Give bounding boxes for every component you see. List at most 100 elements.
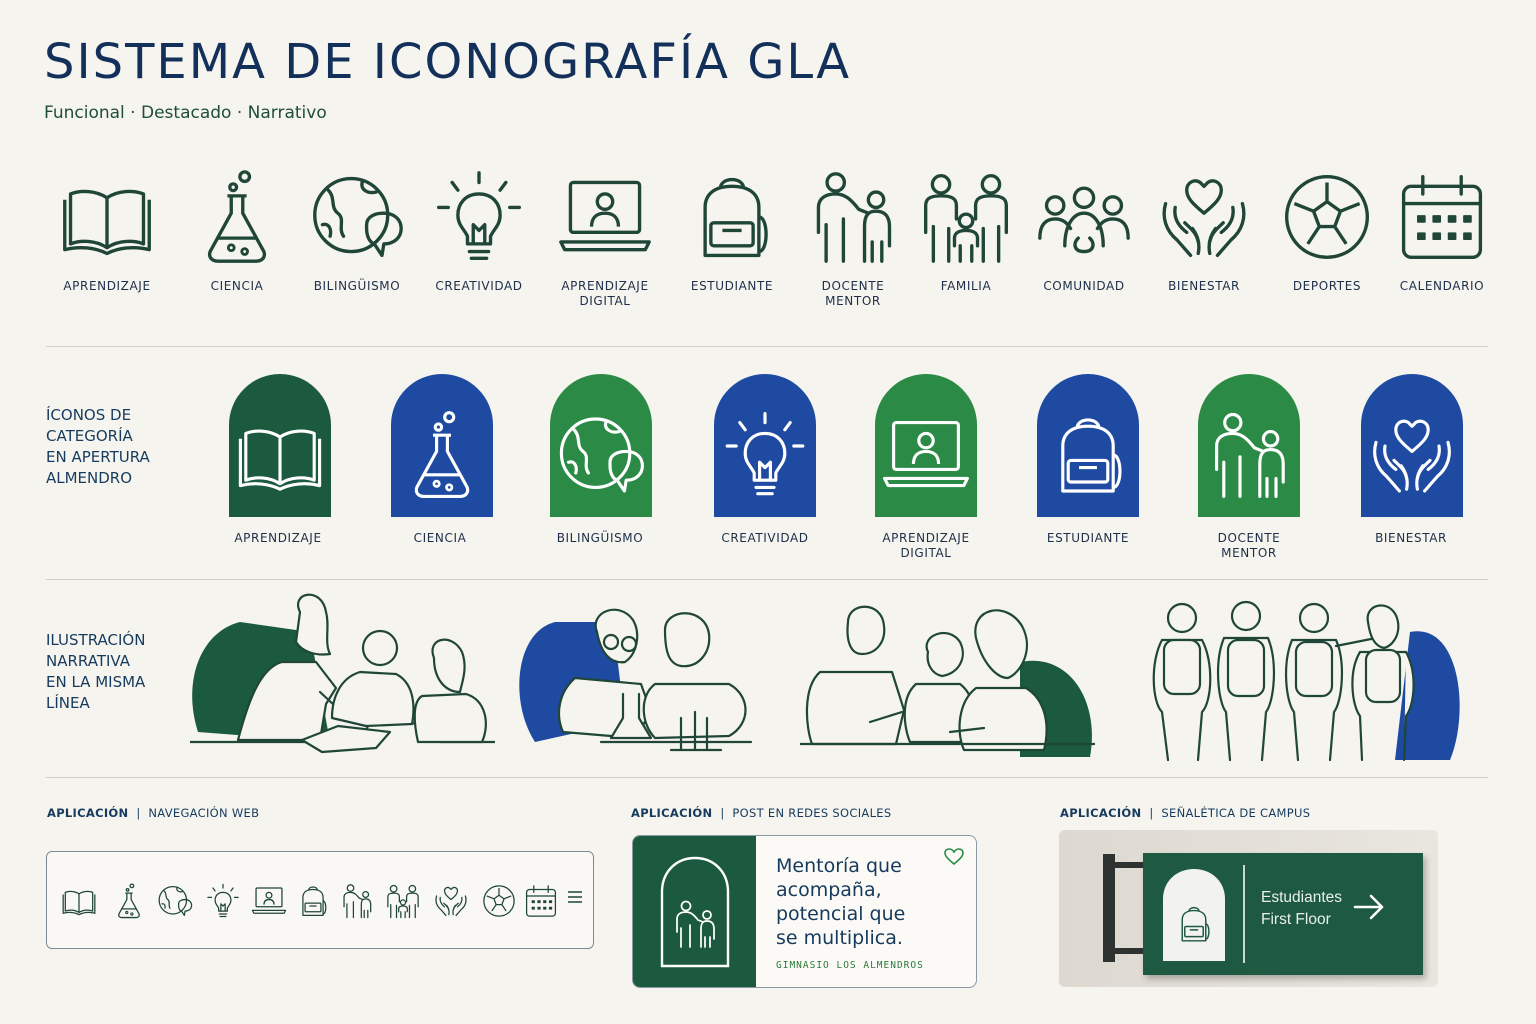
sign-bracket-top xyxy=(1109,862,1145,868)
narrative-section-label: ILUSTRACIÓN NARRATIVA EN LA MISMA LÍNEA xyxy=(46,631,146,712)
functional-item: CREATIVIDAD xyxy=(419,165,539,294)
functional-label: DOCENTE MENTOR xyxy=(821,279,885,308)
nav-backpack-icon[interactable] xyxy=(295,883,331,919)
nav-heart-hands-icon[interactable] xyxy=(433,883,469,919)
book-icon xyxy=(235,410,325,500)
divider xyxy=(46,777,1488,778)
functional-icon-row: APRENDIZAJE CIENCIA BILINGÜISMO CREATIVI… xyxy=(0,165,1536,325)
functional-item: CIENCIA xyxy=(177,165,297,294)
backpack-icon xyxy=(1043,410,1133,500)
mentor-icon xyxy=(1204,410,1294,500)
category-arch xyxy=(391,374,493,517)
nav-soccer-ball-icon[interactable] xyxy=(481,883,517,919)
flask-icon xyxy=(397,410,487,500)
nav-globe-icon[interactable] xyxy=(157,883,193,919)
post-arch-mentor-icon xyxy=(660,856,730,968)
web-nav-bar xyxy=(46,851,594,949)
category-label: BILINGÜISMO xyxy=(556,531,644,545)
category-label: DOCENTE MENTOR xyxy=(1217,531,1281,560)
app-web-title: APLICACIÓN xyxy=(47,806,129,820)
category-arch xyxy=(714,374,816,517)
lightbulb-icon xyxy=(431,165,527,269)
category-arch xyxy=(875,374,977,517)
app-social-sub: POST EN REDES SOCIALES xyxy=(732,806,892,820)
page-title: SISTEMA DE ICONOGRAFÍA GLA xyxy=(44,34,852,90)
functional-item: DEPORTES xyxy=(1267,165,1387,294)
laptop-user-icon xyxy=(881,410,971,500)
functional-item: FAMILIA xyxy=(906,165,1026,294)
category-label: CREATIVIDAD xyxy=(721,531,809,545)
sign-divider xyxy=(1243,865,1245,963)
divider xyxy=(46,346,1488,347)
calendar-icon xyxy=(1394,165,1490,269)
category-section-label: ÍCONOS DE CATEGORÍA EN APERTURA ALMENDRO xyxy=(46,406,150,487)
illustration-science-class xyxy=(519,608,753,752)
post-image-panel xyxy=(633,836,756,987)
heart-hands-icon xyxy=(1367,410,1457,500)
nav-mentor-icon[interactable] xyxy=(339,883,375,919)
social-post-card: Mentoría que acompaña, potencial que se … xyxy=(632,835,977,988)
globe-chat-icon xyxy=(309,165,405,269)
sign-backpack-icon xyxy=(1163,869,1225,961)
app-social-title: APLICACIÓN xyxy=(631,806,713,820)
divider xyxy=(46,579,1488,580)
app-signage-sub: SEÑALÉTICA DE CAMPUS xyxy=(1161,806,1311,820)
campus-sign-photo: Estudiantes First Floor xyxy=(1059,830,1438,987)
category-label: APRENDIZAJE xyxy=(234,531,322,545)
functional-label: CREATIVIDAD xyxy=(435,279,523,293)
app-signage-title: APLICACIÓN xyxy=(1060,806,1142,820)
post-text: Mentoría que acompaña, potencial que se … xyxy=(776,855,906,949)
functional-label: ESTUDIANTE xyxy=(690,279,774,293)
category-arch xyxy=(1037,374,1139,517)
sign-wall-mount xyxy=(1103,854,1115,962)
sign-text: Estudiantes First Floor xyxy=(1261,889,1342,928)
app-signage-label: APLICACIÓN | SEÑALÉTICA DE CAMPUS xyxy=(1060,806,1311,820)
functional-item: APRENDIZAJE DIGITAL xyxy=(545,165,665,309)
nav-calendar-icon[interactable] xyxy=(523,883,559,919)
family-icon xyxy=(918,165,1014,269)
category-arch xyxy=(1198,374,1300,517)
category-label: CIENCIA xyxy=(413,531,467,545)
category-label: ESTUDIANTE xyxy=(1046,531,1130,545)
category-arch xyxy=(229,374,331,517)
globe-chat-icon xyxy=(556,410,646,500)
sign-bracket-bottom xyxy=(1109,948,1145,954)
app-web-sub: NAVEGACIÓN WEB xyxy=(148,806,260,820)
functional-label: APRENDIZAJE DIGITAL xyxy=(561,279,649,308)
page-subtitle: Funcional · Destacado · Narrativo xyxy=(44,103,327,123)
community-icon xyxy=(1036,165,1132,269)
nav-book-icon[interactable] xyxy=(61,883,97,919)
illustration-students-walking xyxy=(1152,600,1460,762)
functional-label: APRENDIZAJE xyxy=(63,279,151,293)
category-arch xyxy=(1361,374,1463,517)
functional-label: COMUNIDAD xyxy=(1043,279,1125,293)
illustration-family-talk xyxy=(800,605,1095,757)
backpack-icon xyxy=(684,165,780,269)
functional-label: BIENESTAR xyxy=(1168,279,1240,293)
functional-label: DEPORTES xyxy=(1292,279,1362,293)
mentor-icon xyxy=(805,165,901,269)
nav-laptop-icon[interactable] xyxy=(251,883,287,919)
functional-item: CALENDARIO xyxy=(1382,165,1502,294)
functional-item: COMUNIDAD xyxy=(1024,165,1144,294)
arrow-right-icon xyxy=(1353,894,1384,920)
nav-flask-icon[interactable] xyxy=(111,883,147,919)
sign-board: Estudiantes First Floor xyxy=(1143,853,1423,975)
app-social-label: APLICACIÓN | POST EN REDES SOCIALES xyxy=(631,806,892,820)
functional-label: CALENDARIO xyxy=(1399,279,1485,293)
book-icon xyxy=(59,165,155,269)
heart-icon[interactable] xyxy=(944,848,964,866)
functional-item: ESTUDIANTE xyxy=(672,165,792,294)
heart-hands-icon xyxy=(1156,165,1252,269)
flask-icon xyxy=(189,165,285,269)
category-label: APRENDIZAJE DIGITAL xyxy=(882,531,970,560)
functional-item: BILINGÜISMO xyxy=(297,165,417,294)
menu-icon[interactable] xyxy=(567,890,583,904)
functional-label: BILINGÜISMO xyxy=(313,279,401,293)
nav-family-icon[interactable] xyxy=(385,883,421,919)
functional-item: DOCENTE MENTOR xyxy=(793,165,913,309)
category-arch xyxy=(550,374,652,517)
soccer-ball-icon xyxy=(1279,165,1375,269)
nav-lightbulb-icon[interactable] xyxy=(205,883,241,919)
category-label: BIENESTAR xyxy=(1375,531,1447,545)
